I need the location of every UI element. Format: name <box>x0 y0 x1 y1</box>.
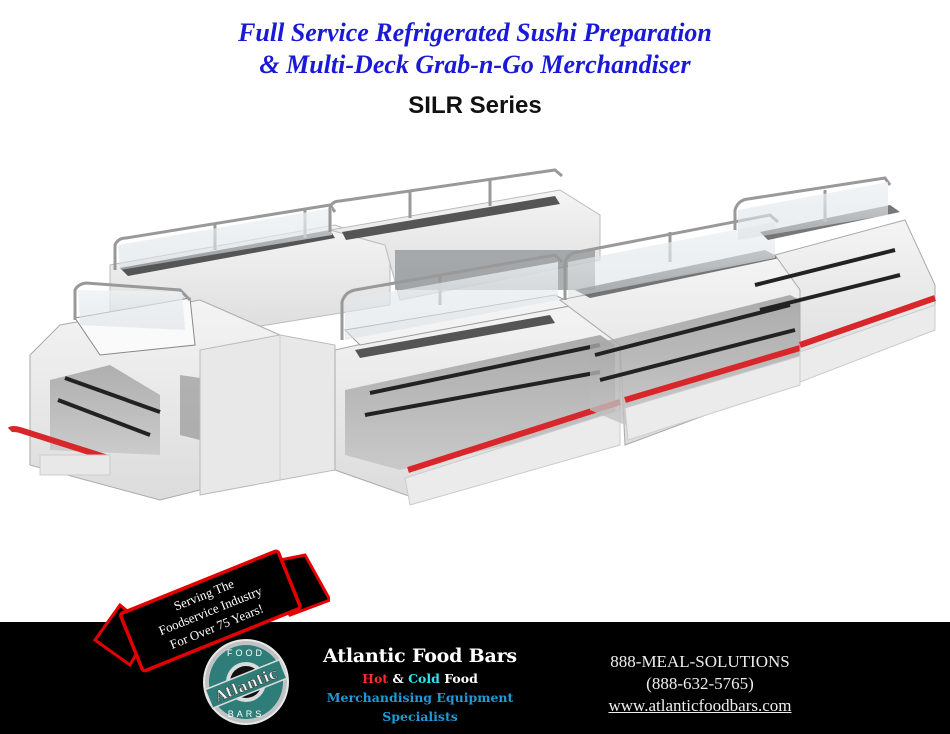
tagline-food: Food <box>444 671 478 686</box>
phone-digits: (888-632-5765) <box>646 674 754 693</box>
series-name: SILR Series <box>408 92 542 119</box>
brand-name: Atlantic Food Bars <box>323 645 517 667</box>
merchandiser-center <box>334 253 621 506</box>
merchandiser-middle <box>558 213 801 446</box>
phone-words: 888-MEAL-SOLUTIONS <box>610 652 790 671</box>
brand-tagline: Hot & Cold Food <box>306 671 534 686</box>
tagline-hot: Hot <box>362 671 389 686</box>
logo-top-text: FOOD <box>227 648 265 658</box>
website-link[interactable]: www.atlanticfoodbars.com <box>608 696 792 715</box>
product-image <box>7 168 936 506</box>
title-line-2: & Multi-Deck Grab-n-Go Merchandiser <box>259 50 691 79</box>
tagline-amp: & <box>392 671 404 686</box>
brand-line-merchandising: Merchandising Equipment <box>326 690 514 705</box>
atlantic-food-bars-logo: FOOD BARS Atlantic <box>203 639 289 725</box>
corner-block <box>199 334 336 496</box>
tagline-cold: Cold <box>408 671 440 686</box>
logo-bottom-text: BARS <box>228 709 265 719</box>
brand-line-specialists: Specialists <box>382 709 458 724</box>
merchandiser-right <box>733 176 936 383</box>
title-line-1: Full Service Refrigerated Sushi Preparat… <box>238 18 712 47</box>
